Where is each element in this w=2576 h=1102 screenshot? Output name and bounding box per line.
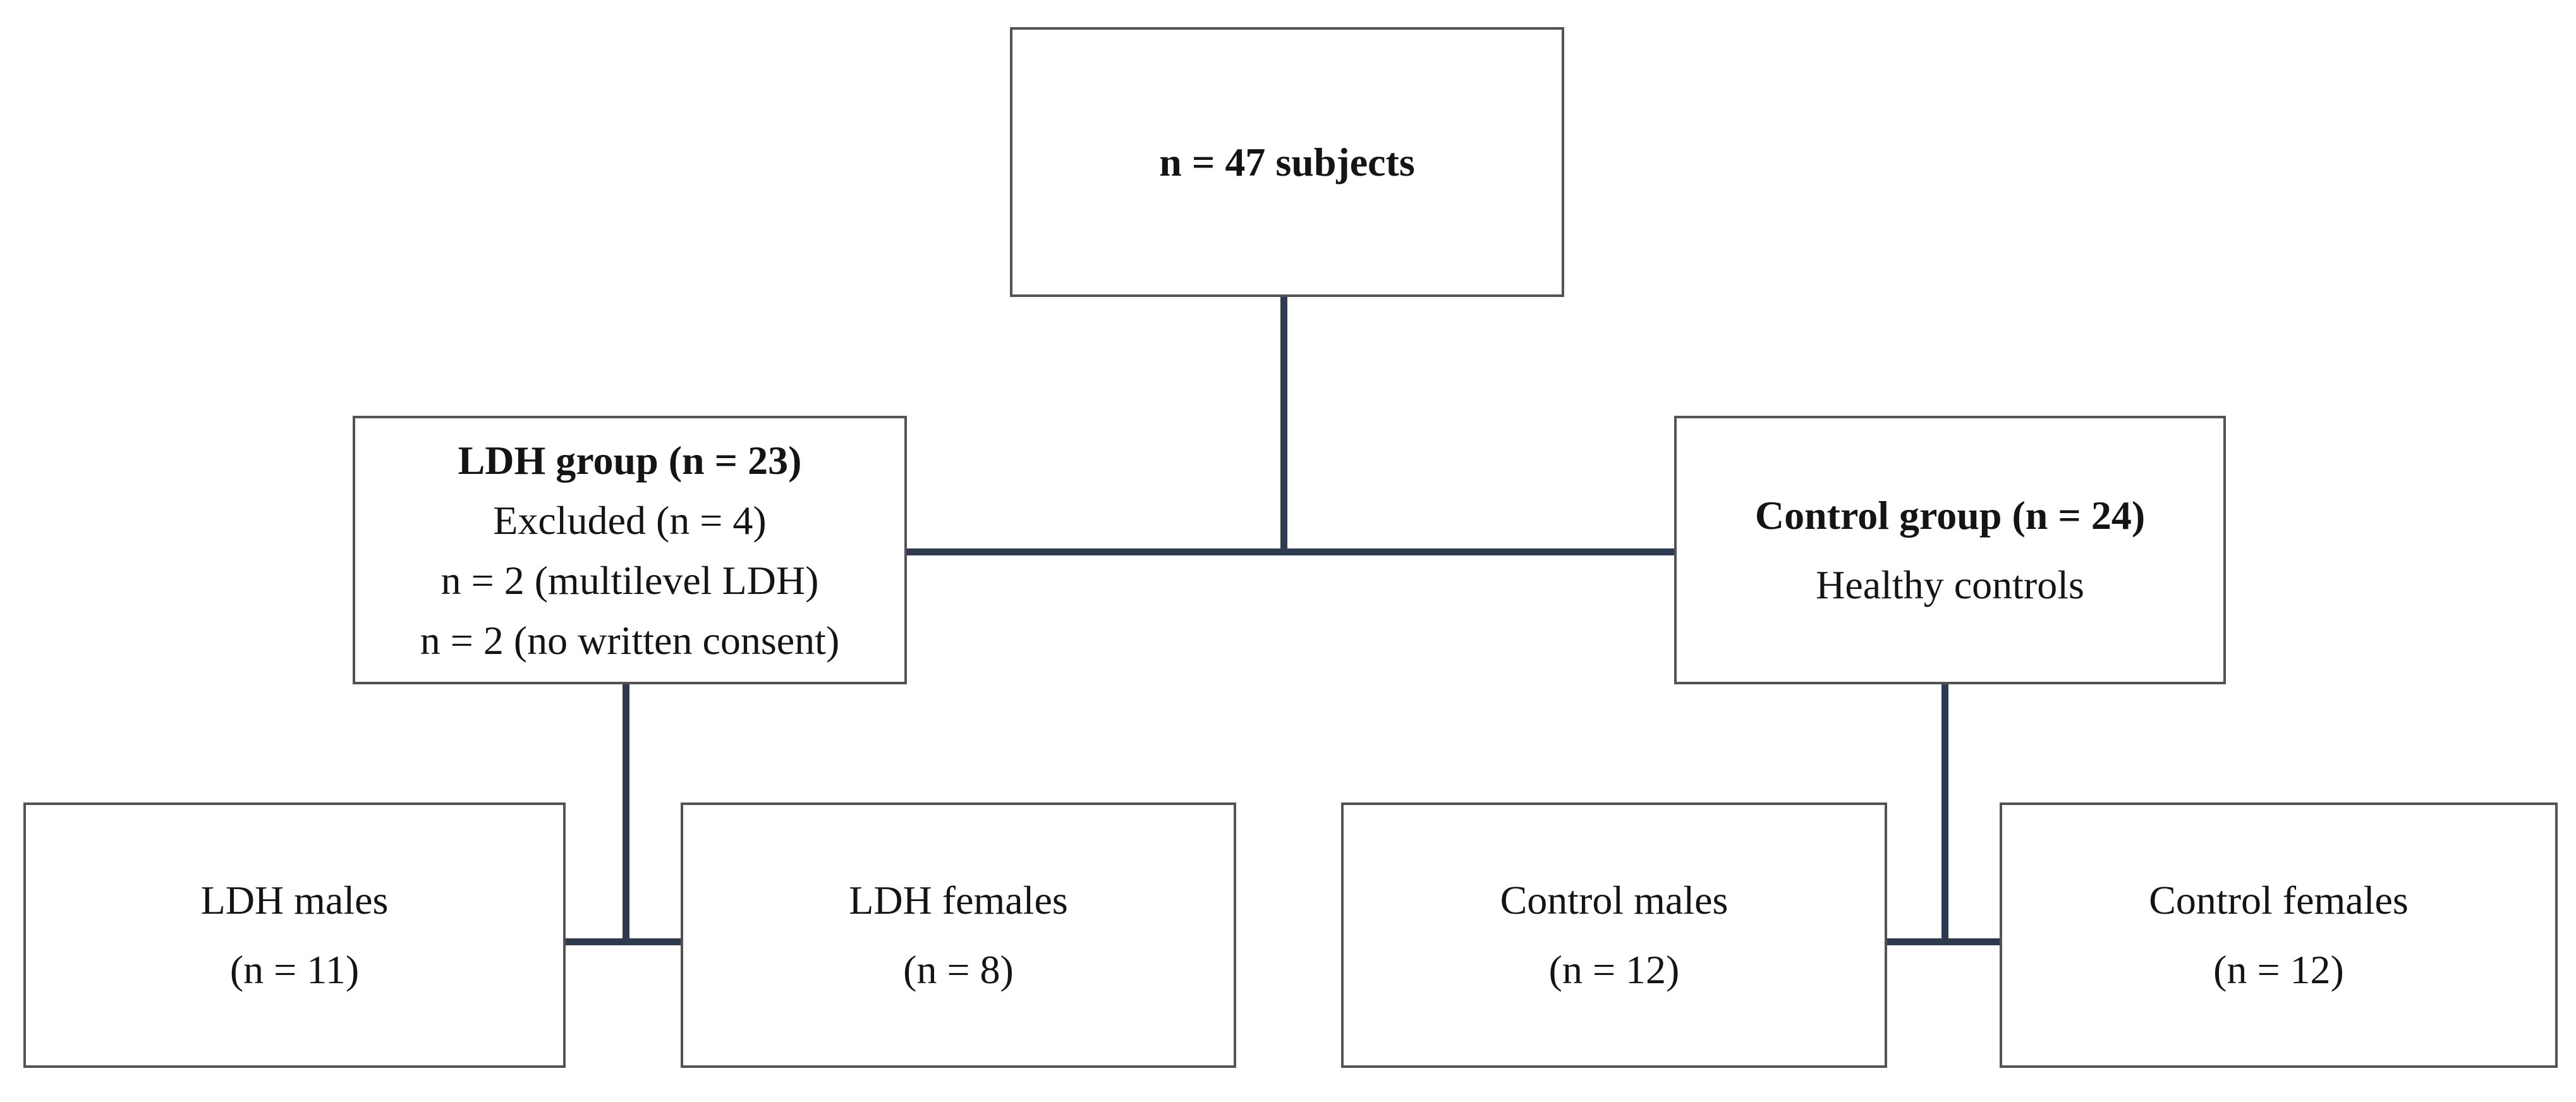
ldh-females-label: LDH females [849, 878, 1068, 923]
control-group-title: Control group (n = 24) [1754, 492, 2146, 538]
connector-ldh-vertical [623, 684, 629, 945]
control-females-label: Control females [2149, 878, 2409, 923]
ldh-group-excluded-consent: n = 2 (no written consent) [420, 617, 840, 663]
node-ldh-females: LDH females (n = 8) [681, 802, 1236, 1068]
connector-main-horizontal [907, 548, 1674, 555]
node-ldh-group: LDH group (n = 23) Excluded (n = 4) n = … [353, 416, 907, 684]
ldh-females-count: (n = 8) [903, 947, 1014, 992]
node-total-subjects: n = 47 subjects [1010, 27, 1564, 297]
control-males-label: Control males [1500, 878, 1728, 923]
ldh-males-label: LDH males [200, 878, 389, 923]
ldh-males-count: (n = 11) [229, 947, 360, 992]
connector-control-horizontal [1887, 938, 2002, 945]
ldh-group-title: LDH group (n = 23) [458, 437, 802, 483]
node-control-males: Control males (n = 12) [1341, 802, 1887, 1068]
node-control-group: Control group (n = 24) Healthy controls [1674, 416, 2226, 684]
total-subjects-label: n = 47 subjects [1159, 139, 1415, 185]
ldh-group-excluded: Excluded (n = 4) [493, 497, 767, 543]
node-ldh-males: LDH males (n = 11) [23, 802, 566, 1068]
connector-ldh-horizontal [566, 938, 681, 945]
control-males-count: (n = 12) [1548, 947, 1680, 992]
ldh-group-excluded-multilevel: n = 2 (multilevel LDH) [440, 557, 819, 603]
node-control-females: Control females (n = 12) [2000, 802, 2558, 1068]
connector-top-vertical [1280, 297, 1287, 555]
control-females-count: (n = 12) [2213, 947, 2344, 992]
connector-control-vertical [1941, 684, 1948, 945]
control-group-subtitle: Healthy controls [1816, 562, 2084, 607]
